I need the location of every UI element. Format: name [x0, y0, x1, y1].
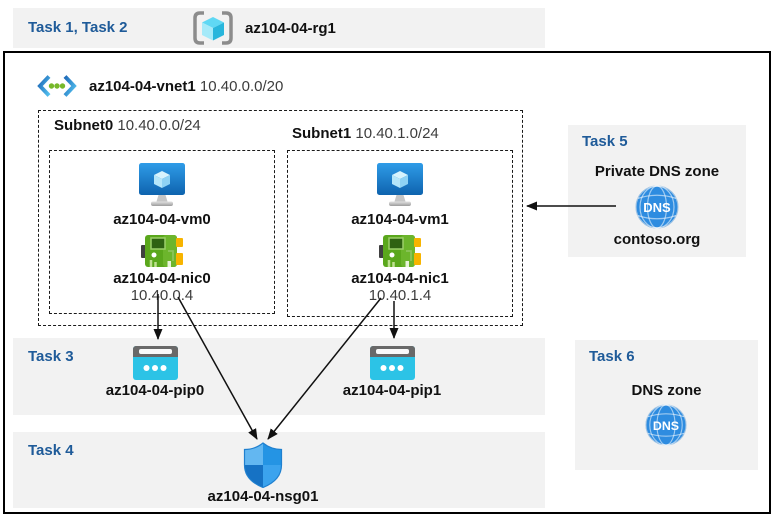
vnet-cidr: 10.40.0.0/20 [199, 78, 284, 95]
subnet0-cidr: 10.40.0.0/24 [117, 117, 201, 134]
subnet1-title: Subnet1 10.40.1.0/24 [292, 125, 439, 142]
dns-zone-title: DNS zone [631, 382, 702, 399]
nic1-ip: 10.40.1.4 [368, 287, 432, 304]
task5-label: Task 5 [582, 133, 628, 150]
virtual-network-icon [37, 75, 77, 97]
vnet-name: az104-04-vnet1 [89, 78, 196, 95]
network-interface-icon [379, 233, 421, 269]
private-dns-zone-name: contoso.org [613, 231, 701, 248]
resource-group-label: az104-04-rg1 [245, 20, 336, 37]
task3-band: Task 3 az104-04-pip0 az104-04-pip1 [13, 338, 545, 415]
public-ip-icon [370, 346, 415, 380]
network-security-group-shield-icon [243, 442, 283, 488]
virtual-machine-icon [138, 163, 186, 208]
network-interface-icon [141, 233, 183, 269]
subnet1-dashed-box: az104-04-vm1 az104-04-nic1 10.40.1.4 [287, 150, 513, 317]
task3-label: Task 3 [28, 348, 74, 365]
task6-box: Task 6 DNS zone [575, 340, 758, 470]
pip1-label: az104-04-pip1 [342, 382, 442, 399]
vnet-title: az104-04-vnet1 10.40.0.0/20 [89, 78, 283, 95]
nic0-label: az104-04-nic0 [113, 270, 211, 287]
subnet1-name: Subnet1 [292, 125, 352, 142]
pip0-label: az104-04-pip0 [105, 382, 205, 399]
subnet0-title: Subnet0 10.40.0.0/24 [54, 117, 201, 134]
subnet0-dashed-box: az104-04-vm0 az104-04-nic0 10.40.0.4 [49, 150, 275, 314]
nic0-ip: 10.40.0.4 [130, 287, 194, 304]
dns-globe-icon [645, 404, 687, 446]
task6-label: Task 6 [589, 348, 635, 365]
vm0-label: az104-04-vm0 [113, 211, 211, 228]
public-ip-icon [133, 346, 178, 380]
task1-task2-band: Task 1, Task 2 az104-04-rg1 [13, 8, 545, 48]
task4-label: Task 4 [28, 442, 74, 459]
vm1-label: az104-04-vm1 [351, 211, 449, 228]
subnet1-cidr: 10.40.1.0/24 [355, 125, 439, 142]
task5-box: Task 5 Private DNS zone contoso.org [568, 125, 746, 257]
nsg-label: az104-04-nsg01 [207, 488, 319, 505]
subnet0-name: Subnet0 [54, 117, 114, 134]
task1-task2-label: Task 1, Task 2 [28, 19, 128, 36]
nic1-label: az104-04-nic1 [351, 270, 449, 287]
resource-group-icon [193, 11, 233, 45]
private-dns-zone-title: Private DNS zone [594, 163, 720, 180]
task4-band: Task 4 az104-04-nsg01 [13, 432, 545, 508]
dns-globe-icon [635, 185, 679, 229]
virtual-machine-icon [376, 163, 424, 208]
